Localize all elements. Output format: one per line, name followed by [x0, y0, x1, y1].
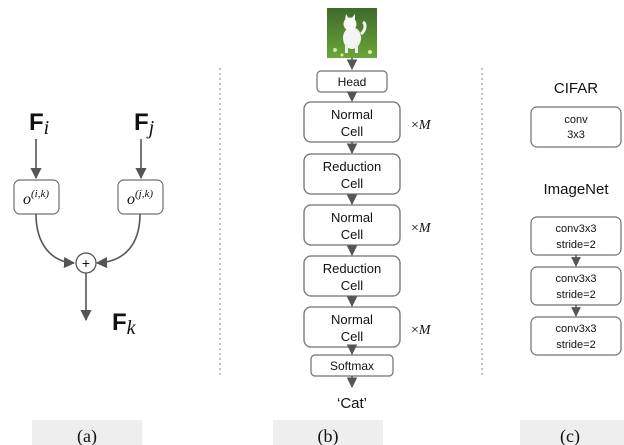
node-f-i: Fi [29, 109, 49, 139]
caption-c: (c) [560, 426, 580, 445]
imagenet-conv-line2: stride=2 [556, 339, 595, 351]
arrow-op-jk-to-sum [95, 213, 141, 269]
caption-a: (a) [77, 426, 97, 445]
panel-a: Fi Fj o(i,k) o(j,k) + Fk (a) [13, 109, 164, 445]
imagenet-stem-stack: conv3x3 stride=2 conv3x3 stride=2 conv3x3 str… [530, 216, 622, 356]
cell-label-line1: Reduction [323, 159, 382, 174]
cell-label-line2: Cell [341, 124, 364, 139]
caption-background-a [32, 420, 142, 445]
caption-background-c [520, 420, 624, 445]
imagenet-conv-box [530, 316, 622, 356]
imagenet-conv-line1: conv3x3 [556, 273, 597, 285]
cell-stack: NormalCell×MReductionCellNormalCell×MRed… [303, 101, 432, 356]
cifar-title: CIFAR [554, 80, 598, 97]
cell-label-line2: Cell [341, 329, 364, 344]
repeat-multiplier: ×M [411, 323, 432, 338]
imagenet-conv-line1: conv3x3 [556, 323, 597, 335]
node-f-k: Fk [112, 309, 137, 339]
cifar-conv-line1: conv [564, 114, 588, 126]
cell-label-line1: Normal [331, 210, 373, 225]
cell-label-line1: Normal [331, 107, 373, 122]
head-label: Head [338, 75, 367, 89]
sum-symbol: + [82, 255, 90, 271]
cell-label-line2: Cell [341, 176, 364, 191]
output-label: ‘Cat’ [337, 395, 367, 412]
node-f-j: Fj [134, 109, 155, 139]
cell-label-line1: Normal [331, 312, 373, 327]
panel-c: CIFAR conv 3x3 ImageNet conv3x3stride=2c… [530, 80, 622, 445]
imagenet-conv-line2: stride=2 [556, 289, 595, 301]
softmax-label: Softmax [330, 359, 374, 373]
op-label-jk: o(j,k) [127, 188, 153, 208]
caption-background-b [273, 420, 383, 445]
cell-label-line2: Cell [341, 227, 364, 242]
arrow-op-ik-to-sum [35, 213, 76, 269]
repeat-multiplier: ×M [411, 221, 432, 236]
imagenet-conv-line2: stride=2 [556, 239, 595, 251]
imagenet-conv-line1: conv3x3 [556, 223, 597, 235]
caption-b: (b) [318, 426, 339, 445]
input-image-kitten [327, 8, 377, 58]
cell-label-line2: Cell [341, 278, 364, 293]
cell-label-line1: Reduction [323, 261, 382, 276]
cifar-conv-line2: 3x3 [567, 129, 585, 141]
cifar-conv-box [530, 106, 622, 148]
panel-b: Head NormalCell×MReductionCellNormalCell… [303, 8, 432, 445]
op-label-ik: o(i,k) [23, 188, 49, 208]
repeat-multiplier: ×M [411, 118, 432, 133]
imagenet-title: ImageNet [543, 181, 609, 198]
